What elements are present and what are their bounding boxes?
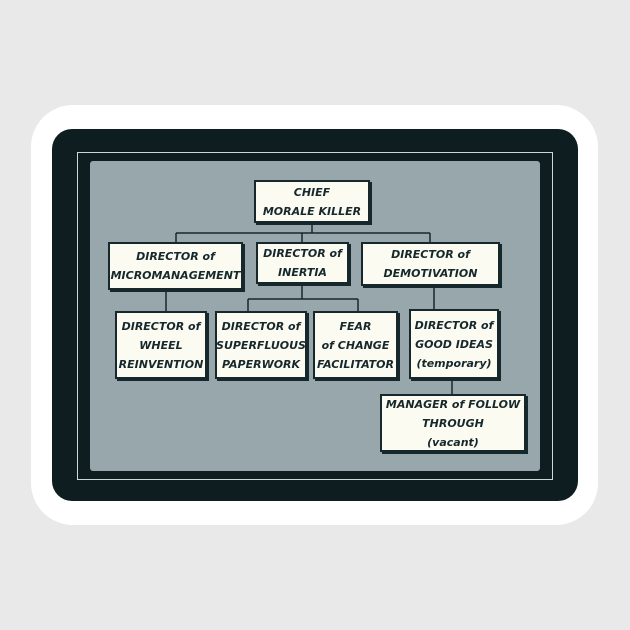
box-paperwork-line-2: SUPERFLUOUS xyxy=(216,338,306,352)
box-follow-line-1: MANAGER of FOLLOW xyxy=(385,397,521,411)
box-chief: CHIEF MORALE KILLER xyxy=(254,180,370,223)
box-director-demotivation: DIRECTOR of DEMOTIVATION xyxy=(361,242,500,286)
frame-inner-line xyxy=(77,152,553,480)
box-inertia-line-2: INERTIA xyxy=(278,266,327,279)
box-director-inertia: DIRECTOR of INERTIA xyxy=(256,242,349,284)
box-follow-line-3: (vacant) xyxy=(427,435,479,449)
box-director-good-ideas: DIRECTOR of GOOD IDEAS (temporary) xyxy=(409,309,499,379)
box-micromanagement-line-1: DIRECTOR of xyxy=(136,250,215,263)
box-director-superfluous-paperwork: DIRECTOR of SUPERFLUOUS PAPERWORK xyxy=(215,311,307,379)
box-good-ideas-line-2: GOOD IDEAS xyxy=(415,337,493,351)
box-demotivation-line-2: DEMOTIVATION xyxy=(383,267,478,280)
box-wheel-line-2: WHEEL xyxy=(139,338,183,352)
box-paperwork-line-3: PAPERWORK xyxy=(221,357,301,371)
box-chief-line-2: MORALE KILLER xyxy=(262,204,362,218)
box-fear-line-2: of CHANGE xyxy=(321,338,390,352)
box-follow-line-2: THROUGH xyxy=(422,416,484,430)
box-inertia-line-1: DIRECTOR of xyxy=(263,247,342,260)
box-fear-of-change-facilitator: FEAR of CHANGE FACILITATOR xyxy=(313,311,398,379)
box-director-micromanagement: DIRECTOR of MICROMANAGEMENT xyxy=(108,242,243,290)
box-demotivation-line-1: DIRECTOR of xyxy=(391,248,470,261)
box-wheel-line-3: REINVENTION xyxy=(118,357,204,371)
box-director-wheel-reinvention: DIRECTOR of WHEEL REINVENTION xyxy=(115,311,207,379)
box-micromanagement-line-2: MICROMANAGEMENT xyxy=(110,269,241,282)
box-chief-line-1: CHIEF xyxy=(293,185,331,199)
box-wheel-line-1: DIRECTOR of xyxy=(121,319,201,333)
box-fear-line-3: FACILITATOR xyxy=(317,357,394,371)
box-good-ideas-line-1: DIRECTOR of xyxy=(414,318,494,332)
box-paperwork-line-1: DIRECTOR of xyxy=(221,319,301,333)
box-manager-follow-through: MANAGER of FOLLOW THROUGH (vacant) xyxy=(380,394,526,452)
box-good-ideas-line-3: (temporary) xyxy=(416,356,492,370)
box-fear-line-1: FEAR xyxy=(339,319,372,333)
